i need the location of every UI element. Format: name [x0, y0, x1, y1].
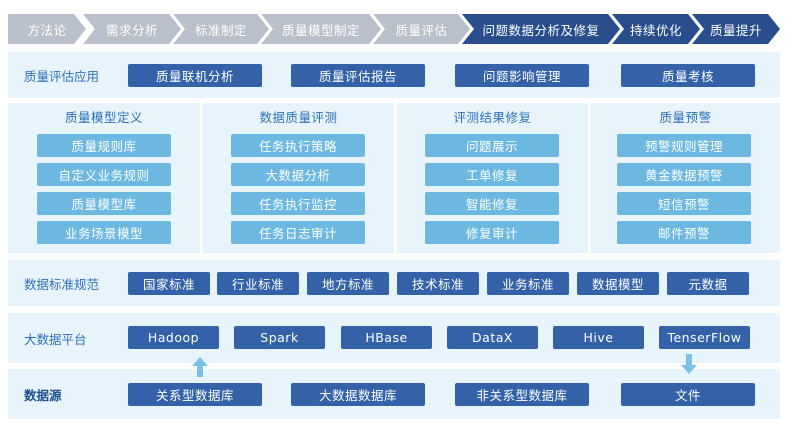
platform-item: DataX — [447, 326, 538, 349]
panel-title: 数据质量评测 — [259, 109, 338, 125]
standards-item: 数据模型 — [577, 272, 659, 295]
standards-item: 技术标准 — [397, 272, 479, 295]
standards-label: 数据标准规范 — [24, 276, 100, 292]
application-item: 质量评估报告 — [291, 64, 425, 87]
panel-item: 大数据分析 — [231, 163, 365, 186]
application-item: 问题影响管理 — [455, 64, 589, 87]
process-step: 问题数据分析及修复 — [462, 14, 620, 44]
panel-item: 智能修复 — [425, 192, 559, 215]
standards-item: 元数据 — [667, 272, 749, 295]
process-step: 方法论 — [8, 14, 86, 44]
standards-band — [8, 260, 780, 306]
panel-item: 黄金数据预警 — [617, 163, 751, 186]
standards-item: 地方标准 — [307, 272, 389, 295]
panel-item: 业务场景模型 — [37, 221, 171, 244]
application-item: 质量考核 — [621, 64, 755, 87]
panel-item: 自定义业务规则 — [37, 163, 171, 186]
panel-quality-alert: 质量预警 预警规则管理 黄金数据预警 短信预警 邮件预警 — [591, 103, 780, 253]
panel-item: 预警规则管理 — [617, 134, 751, 157]
platform-item: TenserFlow — [659, 326, 750, 349]
panel-item: 任务执行监控 — [231, 192, 365, 215]
platform-label: 大数据平台 — [24, 331, 87, 347]
process-step: 质量评估 — [373, 14, 470, 44]
panel-item: 任务执行策略 — [231, 134, 365, 157]
sources-item: 文件 — [621, 383, 755, 406]
application-item: 质量联机分析 — [128, 64, 262, 87]
panel-item: 问题展示 — [425, 134, 559, 157]
panel-title: 评测结果修复 — [453, 109, 532, 125]
standards-item: 行业标准 — [217, 272, 299, 295]
platform-item: Hive — [553, 326, 644, 349]
panel-item: 任务日志审计 — [231, 221, 365, 244]
panel-quality-model-definition: 质量模型定义 质量规则库 自定义业务规则 质量模型库 业务场景模型 — [8, 103, 200, 253]
process-flow-bar: 方法论 需求分析 标准制定 质量模型制定 质量评估 问题数据分析及修复 持续优化… — [8, 14, 780, 44]
standards-item: 业务标准 — [487, 272, 569, 295]
panel-data-quality-evaluation: 数据质量评测 任务执行策略 大数据分析 任务执行监控 任务日志审计 — [203, 103, 394, 253]
panel-item: 质量规则库 — [37, 134, 171, 157]
platform-item: HBase — [341, 326, 432, 349]
arrow-down-icon — [681, 354, 697, 374]
process-step: 需求分析 — [83, 14, 181, 44]
panel-title: 质量预警 — [659, 109, 712, 125]
application-label: 质量评估应用 — [24, 68, 100, 84]
process-step: 质量提升 — [692, 14, 780, 44]
panel-item: 修复审计 — [425, 221, 559, 244]
process-step: 持续优化 — [612, 14, 700, 44]
panel-title: 质量模型定义 — [64, 109, 143, 125]
platform-item: Hadoop — [128, 326, 219, 349]
panel-item: 短信预警 — [617, 192, 751, 215]
panel-item: 邮件预警 — [617, 221, 751, 244]
sources-item: 大数据数据库 — [291, 383, 425, 406]
sources-label: 数据源 — [24, 387, 62, 403]
sources-item: 非关系型数据库 — [455, 383, 589, 406]
process-step: 标准制定 — [173, 14, 269, 44]
platform-item: Spark — [234, 326, 325, 349]
standards-item: 国家标准 — [128, 272, 210, 295]
arrow-up-icon — [192, 357, 208, 377]
panel-item: 质量模型库 — [37, 192, 171, 215]
sources-item: 关系型数据库 — [128, 383, 262, 406]
panel-result-repair: 评测结果修复 问题展示 工单修复 智能修复 修复审计 — [397, 103, 588, 253]
panel-item: 工单修复 — [425, 163, 559, 186]
process-step: 质量模型制定 — [261, 14, 381, 44]
